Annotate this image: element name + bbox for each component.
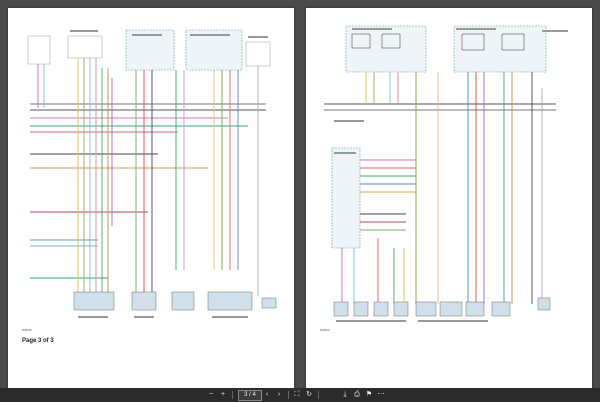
page-footer: Page 3 of 3 [22,338,54,344]
print-icon[interactable]: ⎙ [354,391,360,398]
page-indicator[interactable]: 3 / 4 [238,390,262,401]
document-page-right: W0014 [306,8,592,388]
toolbar-separator [318,391,319,399]
fit-page-icon[interactable]: ⛶ [294,391,300,398]
bookmark-icon[interactable]: ⚑ [365,391,373,398]
download-icon[interactable]: ⤓ [343,391,347,398]
rotate-icon[interactable]: ↻ [306,391,312,398]
wiring-diagram-left [27,29,277,318]
more-icon[interactable]: ⋯ [377,391,385,398]
page-corner-id: W0006 [22,328,32,332]
toolbar-separator [288,391,289,399]
document-page-left: Page 3 of 3 W0006 [8,8,294,388]
viewer-toolbar: − + ‹ › ⛶ ↻ ⤓ ⎙ ⚑ ⋯ [0,388,600,402]
next-page-icon[interactable]: › [277,391,281,398]
toolbar-separator [232,391,233,399]
previous-page-icon[interactable]: ‹ [265,391,269,398]
zoom-in-icon[interactable]: + [220,391,226,398]
page-corner-id: W0014 [320,328,330,332]
wiring-diagram-right [324,25,568,322]
zoom-out-icon[interactable]: − [208,391,214,398]
